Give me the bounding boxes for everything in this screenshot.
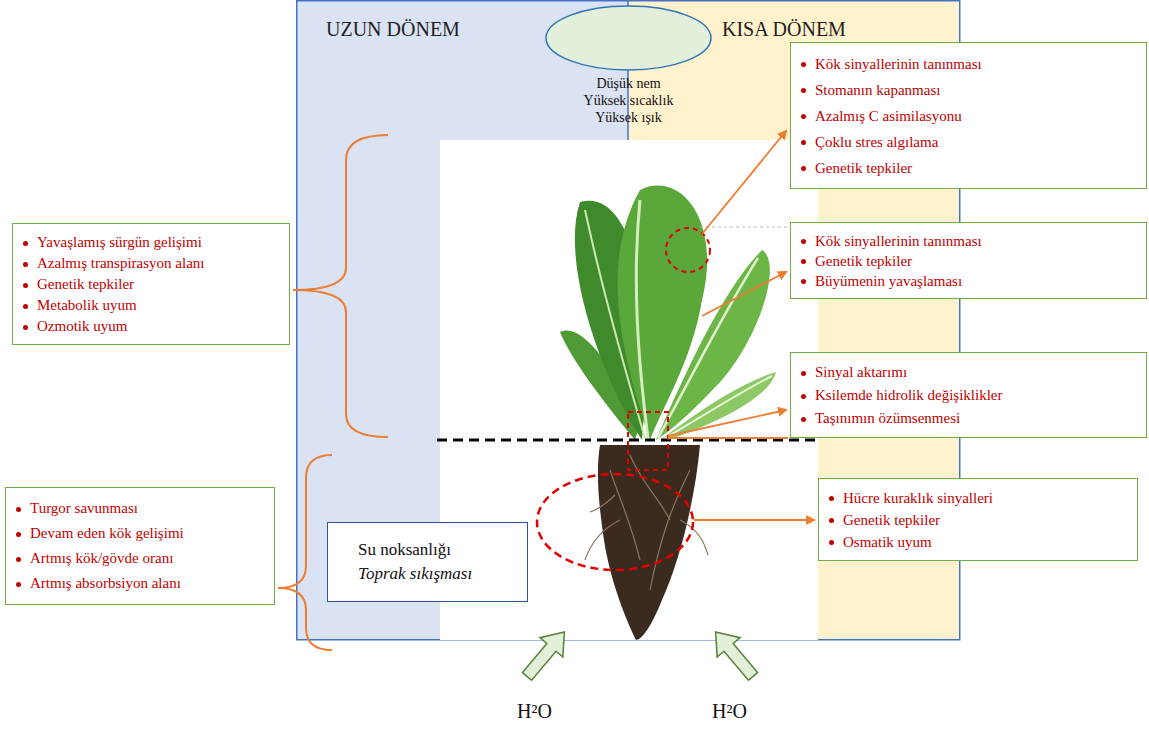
bullet-item: Kök sinyallerinin tanınması	[791, 51, 1138, 77]
stress-box: Su noksanlığıToprak sıkışması	[327, 522, 528, 602]
bullet-item: Genetik tepkiler	[791, 155, 1138, 181]
bullet-item: Büyümenin yavaşlaması	[791, 271, 1138, 291]
bullet-item: Devam eden kök gelişimi	[6, 521, 266, 546]
water-label: H²O	[712, 700, 747, 723]
leaf-rib	[636, 200, 648, 438]
bullet-item: Kök sinyallerinin tanınması	[791, 231, 1138, 251]
bullet-item: Sinyal aktarımı	[791, 361, 1138, 384]
leader-line	[668, 437, 788, 439]
bullet-item: Ozmotik uyum	[13, 316, 281, 337]
ellipse-outline	[545, 5, 712, 71]
root-response-box: Hücre kuraklık sinyalleriGenetik tepkile…	[818, 478, 1138, 561]
leader-arrow	[668, 410, 786, 436]
node-text: Yüksek sıcaklık	[545, 92, 712, 109]
root-marker	[537, 474, 693, 570]
leaf-rib	[658, 258, 758, 438]
bullet-item: Azalmış C asimilasyonu	[791, 103, 1138, 129]
water-arrow	[704, 622, 764, 686]
conditions-ellipse: Düşük nemYüksek sıcaklıkYüksek ışık	[545, 5, 712, 71]
leaf-rib	[585, 210, 645, 438]
node-text: Su noksanlığı	[358, 538, 519, 562]
bullet-item: Osmatik uyum	[819, 531, 1129, 553]
panel-heading: KISA DÖNEM	[722, 18, 846, 41]
leader-arrow	[702, 131, 786, 234]
node-text: Yüksek ışık	[545, 109, 712, 126]
soil-line	[437, 439, 815, 442]
bullet-item: Taşınımın özümsenmesi	[791, 407, 1138, 430]
guide-line	[700, 227, 790, 228]
leaf-marker	[666, 228, 710, 272]
leaf	[660, 372, 776, 442]
leaf-rib	[662, 376, 772, 440]
stem-marker	[628, 412, 668, 470]
bullet-item: Genetik tepkiler	[819, 509, 1129, 531]
water-arrow	[516, 622, 576, 686]
stem-response-box: Sinyal aktarımıKsilemde hidrolik değişik…	[790, 352, 1147, 438]
bullet-item: Stomanın kapanması	[791, 77, 1138, 103]
bullet-item: Ksilemde hidrolik değişiklikler	[791, 384, 1138, 407]
long-term-root-box: Turgor savunmasıDevam eden kök gelişimiA…	[5, 487, 275, 605]
leaf-response-box: Kök sinyallerinin tanınmasıStomanın kapa…	[790, 42, 1147, 189]
bracket	[278, 455, 332, 650]
bullet-item: Çoklu stres algılama	[791, 129, 1138, 155]
shoot-response-box: Kök sinyallerinin tanınmasıGenetik tepki…	[790, 222, 1147, 299]
long-term-shoot-box: Yavaşlamış sürgün gelişimiAzalmış transp…	[12, 223, 290, 345]
long-term-panel: UZUN DÖNEM Su noksanlığıToprak sıkışması	[296, 0, 628, 640]
leader-arrow	[694, 519, 814, 521]
panel-heading: UZUN DÖNEM	[326, 18, 460, 41]
bullet-item: Artmış kök/gövde oranı	[6, 546, 266, 571]
node-text: Düşük nem	[545, 75, 712, 92]
bullet-item: Azalmış transpirasyon alanı	[13, 253, 281, 274]
bullet-item: Genetik tepkiler	[13, 274, 281, 295]
bracket	[293, 135, 388, 437]
root-clump	[598, 445, 700, 640]
node-text: Toprak sıkışması	[358, 562, 519, 586]
bullet-item: Turgor savunması	[6, 496, 266, 521]
water-label: H²O	[517, 700, 552, 723]
bullet-item: Genetik tepkiler	[791, 251, 1138, 271]
bullet-item: Artmış absorbsiyon alanı	[6, 571, 266, 596]
bullet-item: Hücre kuraklık sinyalleri	[819, 487, 1129, 509]
bullet-item: Yavaşlamış sürgün gelişimi	[13, 232, 281, 253]
leader-arrow	[702, 272, 786, 316]
bullet-item: Metabolik uyum	[13, 295, 281, 316]
